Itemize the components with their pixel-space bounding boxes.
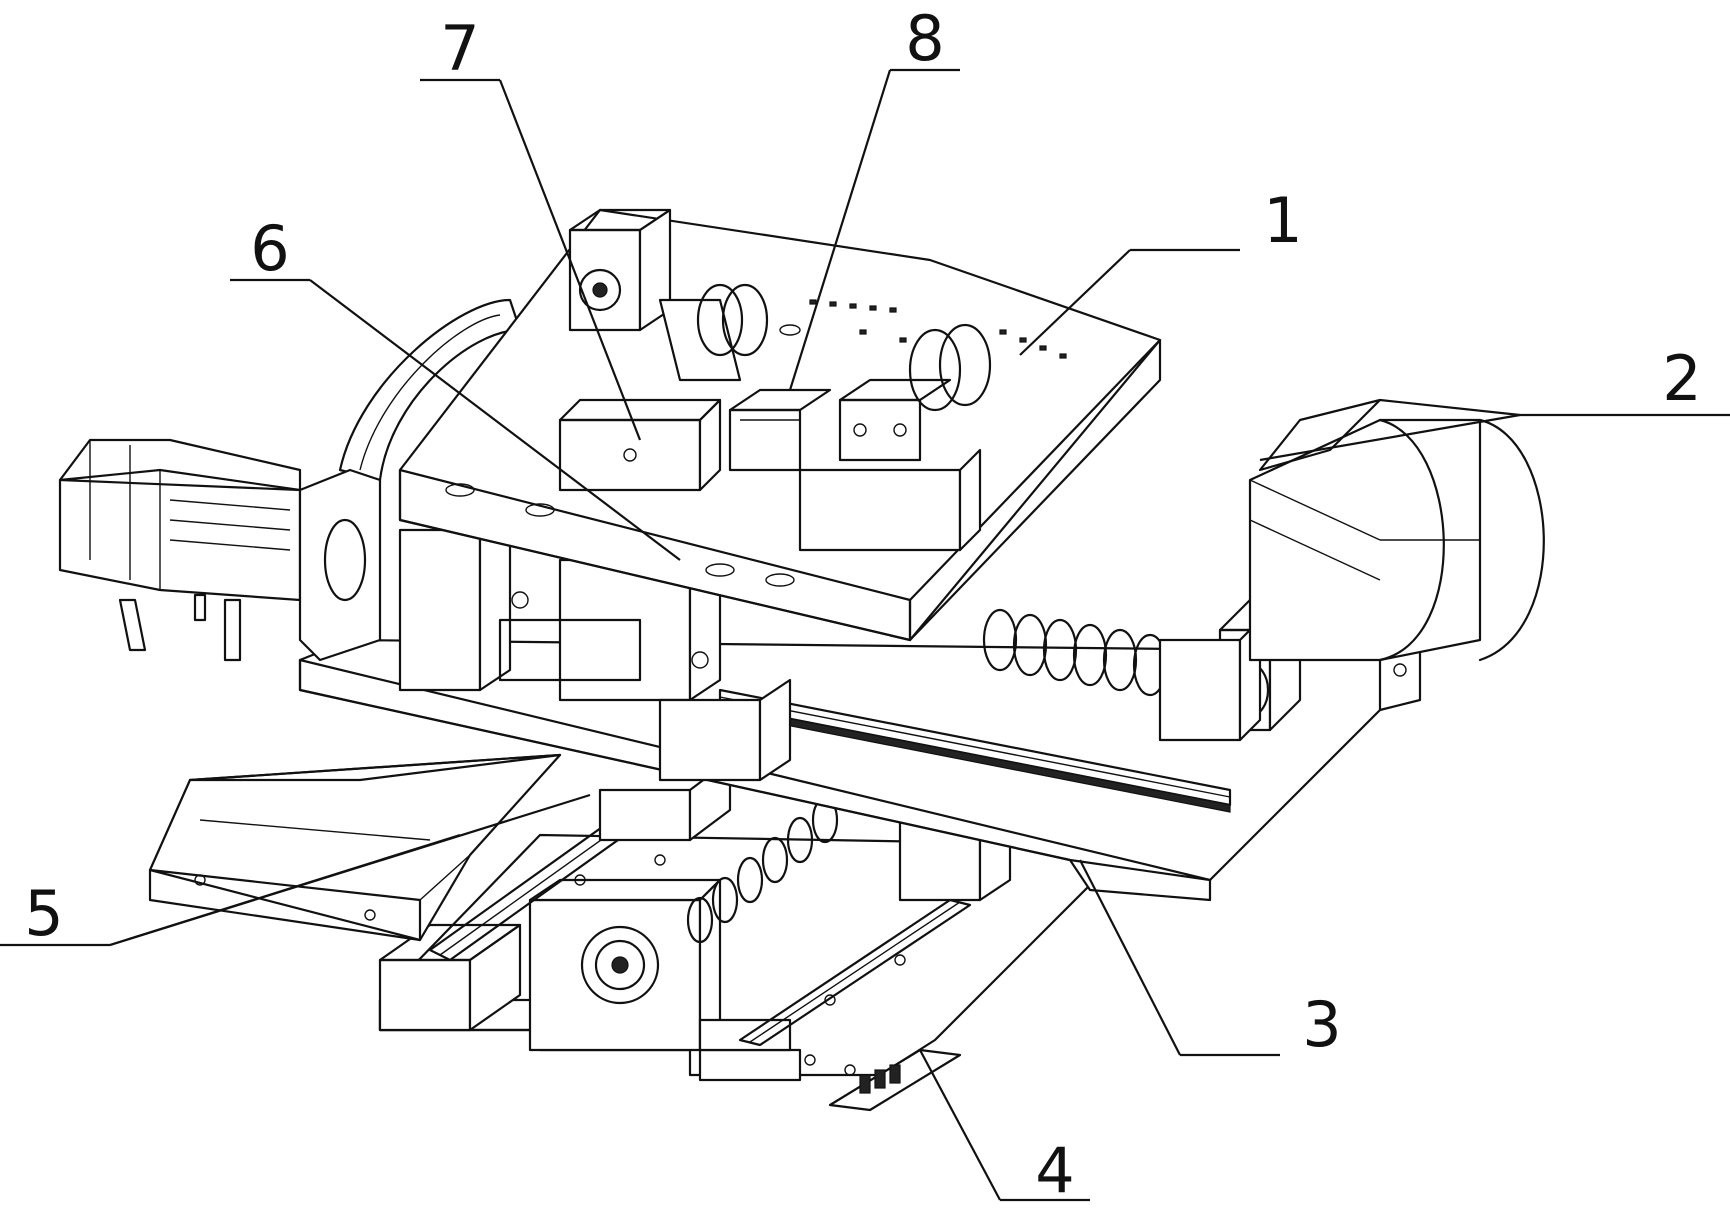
- leader-lines: [0, 68, 1730, 1202]
- left-housing: [148, 753, 562, 942]
- callout-5: 5: [24, 877, 63, 950]
- callout-7: 7: [440, 12, 479, 85]
- callout-6: 6: [250, 212, 289, 285]
- callout-1: 1: [1263, 184, 1302, 257]
- right-motor: [1248, 398, 1545, 662]
- left-motor: [58, 438, 302, 662]
- callout-3: 3: [1302, 988, 1341, 1061]
- callout-8: 8: [905, 2, 944, 75]
- callout-2: 2: [1662, 342, 1701, 415]
- base-module: [378, 758, 1112, 1112]
- belt-drive: [298, 298, 522, 662]
- callout-labels: 1 2 3 4 5 6 7 8: [24, 2, 1701, 1207]
- callout-4: 4: [1035, 1134, 1074, 1207]
